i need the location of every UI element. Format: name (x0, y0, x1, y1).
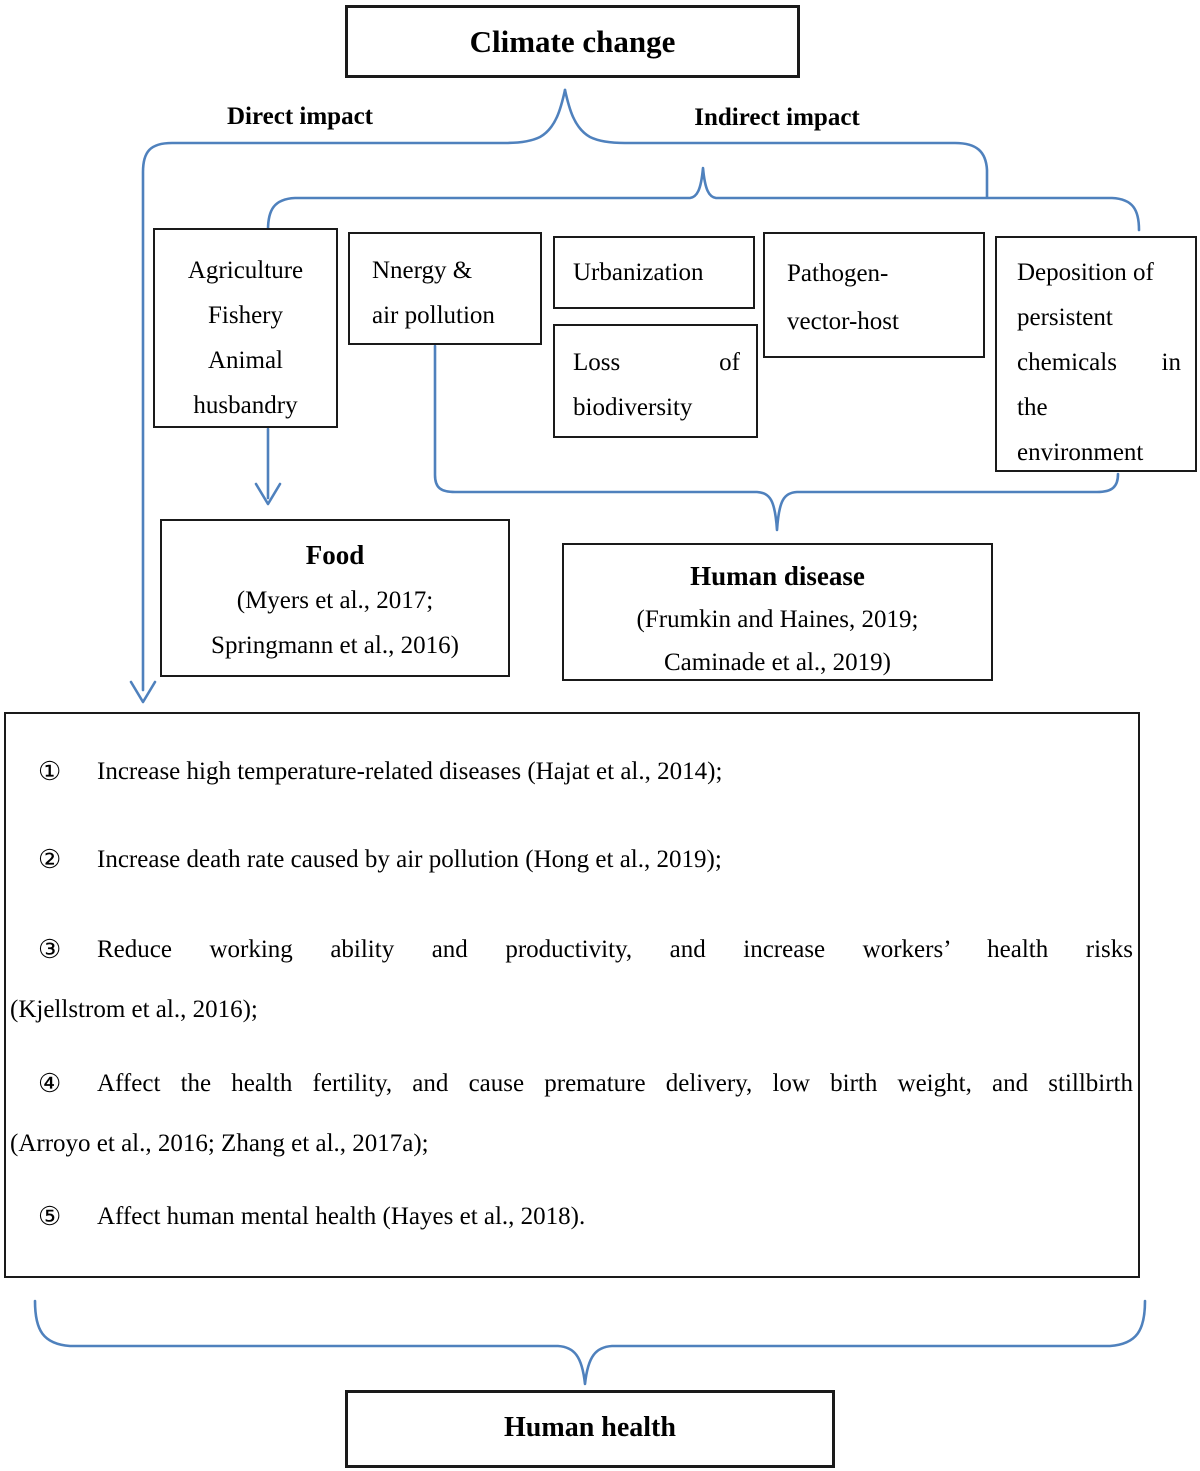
climate-change-label: Climate change (469, 24, 676, 59)
deposition-line: Deposition of (1017, 259, 1154, 286)
loss-of-line: Loss of (573, 349, 740, 376)
factors-to-disease-brace (433, 344, 1120, 532)
item-4-continuation: (Arroyo et al., 2016; Zhang et al., 2017… (10, 1130, 429, 1157)
item-1-number: ① (38, 757, 62, 786)
human-health-box: Human health (345, 1390, 835, 1468)
human-disease-title: Human disease (690, 561, 865, 591)
item-3-continuation: (Kjellstrom et al., 2016); (10, 996, 258, 1023)
human-disease-box: Human disease (Frumkin and Haines, 2019;… (562, 543, 993, 681)
vector-host-line: vector-host (787, 308, 899, 335)
air-pollution-line: air pollution (372, 302, 495, 329)
food-citation-2: Springmann et al., 2016) (211, 632, 459, 659)
food-citation-1: (Myers et al., 2017; (236, 587, 434, 614)
animal-line: Animal (208, 347, 283, 374)
item-2-text: Increase death rate caused by air pollut… (97, 846, 722, 873)
deposition-chemicals-box: Deposition of persistent chemicals in th… (995, 236, 1197, 472)
item-5-number: ⑤ (38, 1202, 62, 1231)
direct-effects-box: ① Increase high temperature-related dise… (4, 712, 1140, 1278)
item-5-text: Affect human mental health (Hayes et al.… (97, 1203, 586, 1230)
agriculture-fishery-box: Agriculture Fishery Animal husbandry (153, 228, 338, 428)
disease-citation-1: (Frumkin and Haines, 2019; (636, 606, 919, 633)
indirect-impact-connector (563, 88, 989, 199)
husbandry-line: husbandry (193, 392, 298, 419)
biodiversity-box: Loss of biodiversity (553, 324, 758, 438)
item-4-number: ④ (38, 1069, 62, 1098)
food-box: Food (Myers et al., 2017; Springmann et … (160, 519, 510, 677)
item-2-number: ② (38, 845, 62, 874)
direct-impact-connector (141, 88, 567, 692)
direct-impact-label: Direct impact (226, 103, 373, 130)
food-title: Food (305, 540, 365, 570)
factors-brace (266, 166, 1141, 232)
chemicals-line: chemicals in (1017, 349, 1181, 376)
disease-citation-2: Caminade et al., 2019) (663, 649, 891, 676)
pathogen-line: Pathogen- (787, 260, 889, 287)
fishery-line: Fishery (208, 302, 283, 329)
agriculture-to-food-arrowhead (254, 482, 282, 506)
persistent-line: persistent (1017, 304, 1113, 331)
item-3-number: ③ (38, 935, 62, 964)
item-1-text: Increase high temperature-related diseas… (97, 758, 723, 785)
biodiversity-line: biodiversity (573, 394, 693, 421)
human-health-label: Human health (504, 1412, 676, 1443)
the-line: the (1017, 394, 1048, 421)
agriculture-line: Agriculture (187, 257, 304, 284)
energy-air-pollution-box: Nnergy & air pollution (348, 232, 542, 345)
urbanization-label: Urbanization (573, 259, 704, 286)
environment-line: environment (1017, 439, 1144, 466)
item-4-text: Affect the health fertility, and cause p… (97, 1070, 1133, 1097)
urbanization-box: Urbanization (553, 236, 755, 309)
energy-line: Nnergy & (372, 257, 473, 284)
direct-impact-arrowhead (129, 680, 157, 704)
item-3-text: Reduce working ability and productivity,… (97, 936, 1133, 963)
climate-change-box: Climate change (345, 5, 800, 78)
indirect-impact-label: Indirect impact (694, 104, 860, 131)
pathogen-vector-host-box: Pathogen- vector-host (763, 232, 985, 358)
to-human-health-brace (33, 1299, 1147, 1386)
